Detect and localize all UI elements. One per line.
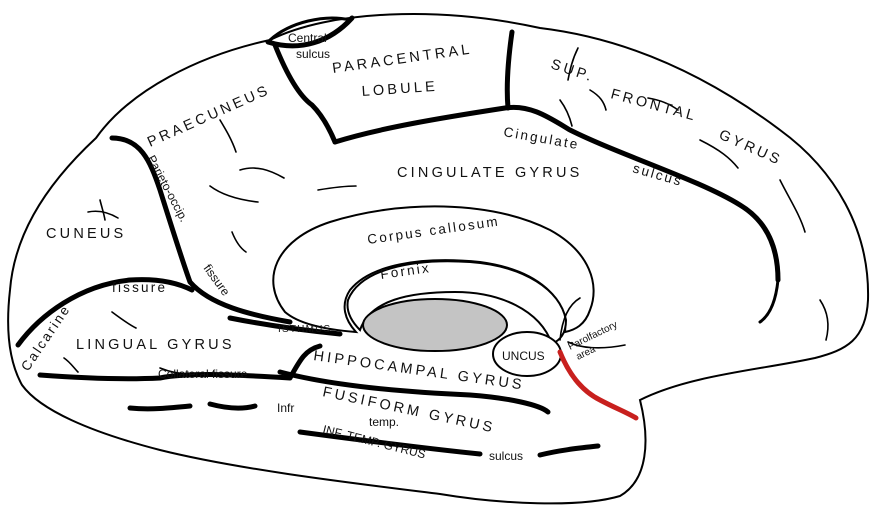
minor-sulcus-8 <box>209 185 259 203</box>
minor-sulcus-7 <box>239 167 285 179</box>
label-paracentral-2: LOBULE <box>361 79 438 100</box>
minor-sulcus-3 <box>699 139 739 169</box>
label-isthmus: ISTHMUS <box>278 324 331 335</box>
label-lingual-gyrus: LINGUAL GYRUS <box>76 337 235 353</box>
parieto-occipital-fissure <box>109 135 293 325</box>
minor-sulcus-14 <box>63 357 79 373</box>
parolfactory-lines-2 <box>567 341 626 349</box>
label-central-sulcus-2: sulcus <box>296 47 330 61</box>
parolfactory-lines <box>559 297 581 341</box>
thalamus-region <box>362 298 508 352</box>
minor-sulcus-17 <box>647 97 679 111</box>
parolfactory-boundary-red <box>557 349 639 421</box>
paracentral-right-boundary <box>504 29 515 111</box>
minor-sulcus-9 <box>231 231 247 253</box>
cingulate-sulcus <box>332 104 781 283</box>
label-cuneus: CUNEUS <box>46 226 126 242</box>
corpus-callosum-outline <box>272 205 595 334</box>
label-collateral-fissure: Collateral fissure <box>158 367 248 381</box>
central-sulcus-line <box>265 15 355 49</box>
minor-sulcus-10 <box>317 185 357 191</box>
minor-sulcus-4 <box>779 179 806 233</box>
minor-sulcus-2 <box>589 89 607 111</box>
occip-lower-sulci <box>127 403 193 412</box>
minor-sulcus-1 <box>567 47 579 81</box>
minor-sulcus-12 <box>99 199 106 221</box>
cingulate-sulcus-front <box>758 278 780 324</box>
minor-sulcus-13 <box>111 311 137 329</box>
label-infr: Infr <box>277 401 294 415</box>
label-uncus: UNCUS <box>502 349 545 363</box>
minor-sulcus-5 <box>819 299 829 341</box>
label-central-sulcus-1: Central <box>288 31 327 45</box>
label-sulcus-bottom: sulcus <box>489 449 523 463</box>
isthmus-line <box>227 315 343 337</box>
minor-sulcus-15 <box>159 367 191 375</box>
minor-sulcus-6 <box>219 119 237 153</box>
inf-temporal-sulcus-2 <box>537 443 601 458</box>
hippocampal-gyrus-bottom <box>277 369 551 415</box>
paracentral-left-boundary <box>272 42 338 145</box>
label-calcarine-2: fissure <box>112 280 167 295</box>
inf-temporal-sulcus <box>297 429 483 457</box>
occip-lower-sulci-2 <box>207 401 258 411</box>
label-fornix: Fornix <box>379 260 431 282</box>
label-temp: temp. <box>369 415 399 429</box>
calcarine-fissure <box>15 277 195 348</box>
collateral-fissure <box>37 343 323 382</box>
central-sulcus-outline <box>268 16 352 42</box>
minor-sulcus-16 <box>559 99 573 127</box>
label-cingulate-gyrus: CINGULATE GYRUS <box>397 165 583 181</box>
